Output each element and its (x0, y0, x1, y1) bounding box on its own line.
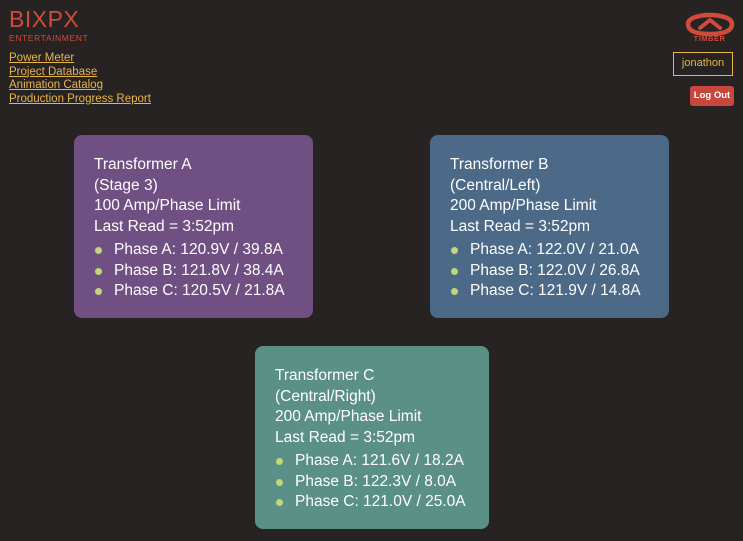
phase-item: Phase A: 120.9V / 39.8A (94, 240, 293, 261)
phase-item: Phase B: 121.8V / 38.4A (94, 261, 293, 282)
timber-label: TIMBER (693, 34, 726, 43)
transformer-limit: 200 Amp/Phase Limit (275, 408, 422, 425)
transformer-last-read: Last Read = 3:52pm (275, 428, 416, 446)
phase-reading: Phase B: 122.3V / 8.0A (295, 472, 457, 490)
bullet-icon (95, 267, 102, 275)
bullet-icon (95, 247, 102, 254)
phase-reading: Phase C: 121.0V / 25.0A (295, 493, 466, 510)
phase-item: Phase A: 121.6V / 18.2A (275, 451, 469, 472)
transformer-card-a: Transformer A (Stage 3) 100 Amp/Phase Li… (74, 135, 313, 318)
phase-item: Phase B: 122.0V / 26.8A (450, 261, 649, 282)
bullet-icon (276, 499, 283, 506)
transformer-name: Transformer A (94, 156, 192, 173)
bixpx-logo: BIXPX ENTERTAINMENT (9, 6, 89, 46)
transformer-card-b: Transformer B (Central/Left) 200 Amp/Pha… (430, 135, 669, 318)
logo-wordmark: BIXPX (9, 6, 80, 32)
transformer-last-read: Last Read = 3:52pm (94, 217, 235, 235)
phase-item: Phase C: 121.0V / 25.0A (275, 492, 469, 513)
bullet-icon (451, 267, 458, 275)
transformer-location: (Central/Right) (275, 387, 376, 405)
phase-list: Phase A: 120.9V / 39.8A Phase B: 121.8V … (94, 240, 293, 302)
transformer-name: Transformer C (275, 367, 375, 384)
logout-button[interactable]: Log Out (690, 86, 734, 106)
bullet-icon (276, 458, 283, 465)
nav-links: Power Meter Project Database Animation C… (9, 52, 151, 106)
phase-reading: Phase B: 121.8V / 38.4A (114, 261, 284, 279)
transformer-name: Transformer B (450, 156, 549, 173)
transformer-limit: 200 Amp/Phase Limit (450, 197, 597, 214)
phase-item: Phase C: 120.5V / 21.8A (94, 281, 293, 302)
logo-subtitle: ENTERTAINMENT (9, 33, 89, 43)
phase-item: Phase C: 121.9V / 14.8A (450, 281, 649, 302)
nav-link-animation-catalog[interactable]: Animation Catalog (9, 79, 103, 91)
bullet-icon (451, 247, 458, 254)
phase-reading: Phase B: 122.0V / 26.8A (470, 261, 640, 279)
phase-reading: Phase C: 121.9V / 14.8A (470, 282, 641, 299)
transformer-card-c: Transformer C (Central/Right) 200 Amp/Ph… (255, 346, 489, 529)
bullet-icon (276, 478, 283, 486)
phase-item: Phase A: 122.0V / 21.0A (450, 240, 649, 261)
transformer-location: (Stage 3) (94, 176, 158, 194)
phase-reading: Phase A: 121.6V / 18.2A (295, 452, 464, 469)
phase-item: Phase B: 122.3V / 8.0A (275, 472, 469, 493)
nav-link-production-progress-report[interactable]: Production Progress Report (9, 92, 151, 105)
phase-reading: Phase A: 122.0V / 21.0A (470, 241, 639, 258)
transformer-location: (Central/Left) (450, 176, 541, 194)
phase-reading: Phase A: 120.9V / 39.8A (114, 241, 283, 258)
phase-reading: Phase C: 120.5V / 21.8A (114, 282, 285, 299)
transformer-limit: 100 Amp/Phase Limit (94, 197, 241, 214)
username-badge[interactable]: jonathon (673, 52, 733, 76)
transformer-last-read: Last Read = 3:52pm (450, 217, 591, 235)
nav-link-power-meter[interactable]: Power Meter (9, 52, 75, 64)
phase-list: Phase A: 122.0V / 21.0A Phase B: 122.0V … (450, 240, 649, 302)
timber-icon (685, 12, 734, 36)
phase-list: Phase A: 121.6V / 18.2A Phase B: 122.3V … (275, 451, 469, 513)
bullet-icon (95, 288, 102, 295)
nav-link-project-database[interactable]: Project Database (9, 65, 98, 78)
timber-logo: TIMBER (682, 8, 737, 46)
bullet-icon (451, 288, 458, 295)
